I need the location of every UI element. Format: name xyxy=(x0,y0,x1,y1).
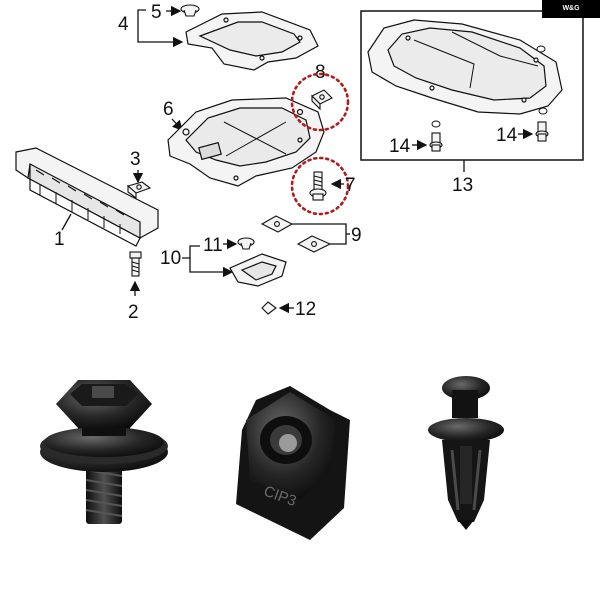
brand-logo: W&G xyxy=(542,0,600,18)
part-3-clip xyxy=(126,181,152,200)
callout-13: 13 xyxy=(452,175,473,196)
callout-8: 8 xyxy=(315,62,326,83)
callout-14-left: 14 xyxy=(389,136,411,157)
callout-6: 6 xyxy=(163,99,174,120)
part-10-cover xyxy=(229,253,287,287)
leader-4 xyxy=(137,24,184,48)
callout-14-right: 14 xyxy=(496,125,518,146)
callout-7: 7 xyxy=(345,175,356,196)
part-5-plug xyxy=(180,4,200,17)
leader-10 xyxy=(182,257,234,278)
callout-3: 3 xyxy=(130,149,141,170)
part-14-bolt-left xyxy=(429,132,443,152)
hole-icon xyxy=(536,45,546,53)
part-13-skid-plate xyxy=(367,19,563,115)
callout-1: 1 xyxy=(54,229,65,250)
leader-10-top xyxy=(189,245,200,258)
callout-9: 9 xyxy=(351,225,362,246)
part-4-shield xyxy=(185,11,319,71)
part-12-clip xyxy=(261,301,277,315)
highlight-8 xyxy=(290,72,350,132)
callout-5: 5 xyxy=(151,2,162,23)
callout-10: 10 xyxy=(160,248,181,269)
u-nut-photo: CIP3 xyxy=(236,386,350,540)
part-6-undershield xyxy=(167,97,325,187)
part-1-bracket xyxy=(15,147,159,247)
leader-4-top xyxy=(137,9,146,24)
leader-1 xyxy=(61,213,72,231)
bolt-photo xyxy=(40,380,168,524)
highlight-7 xyxy=(290,156,350,216)
push-rivet-photo xyxy=(428,376,504,530)
part-7-bolt xyxy=(309,171,327,201)
part-8-u-nut xyxy=(311,89,333,111)
part-11-plug xyxy=(237,237,255,250)
part-9-clips xyxy=(260,215,332,253)
part-2-bolt xyxy=(129,251,142,277)
callout-11: 11 xyxy=(203,235,223,256)
callout-2: 2 xyxy=(128,302,139,323)
part-14-bolt-right xyxy=(535,121,549,142)
callout-4: 4 xyxy=(118,14,129,35)
callout-12: 12 xyxy=(295,299,316,320)
